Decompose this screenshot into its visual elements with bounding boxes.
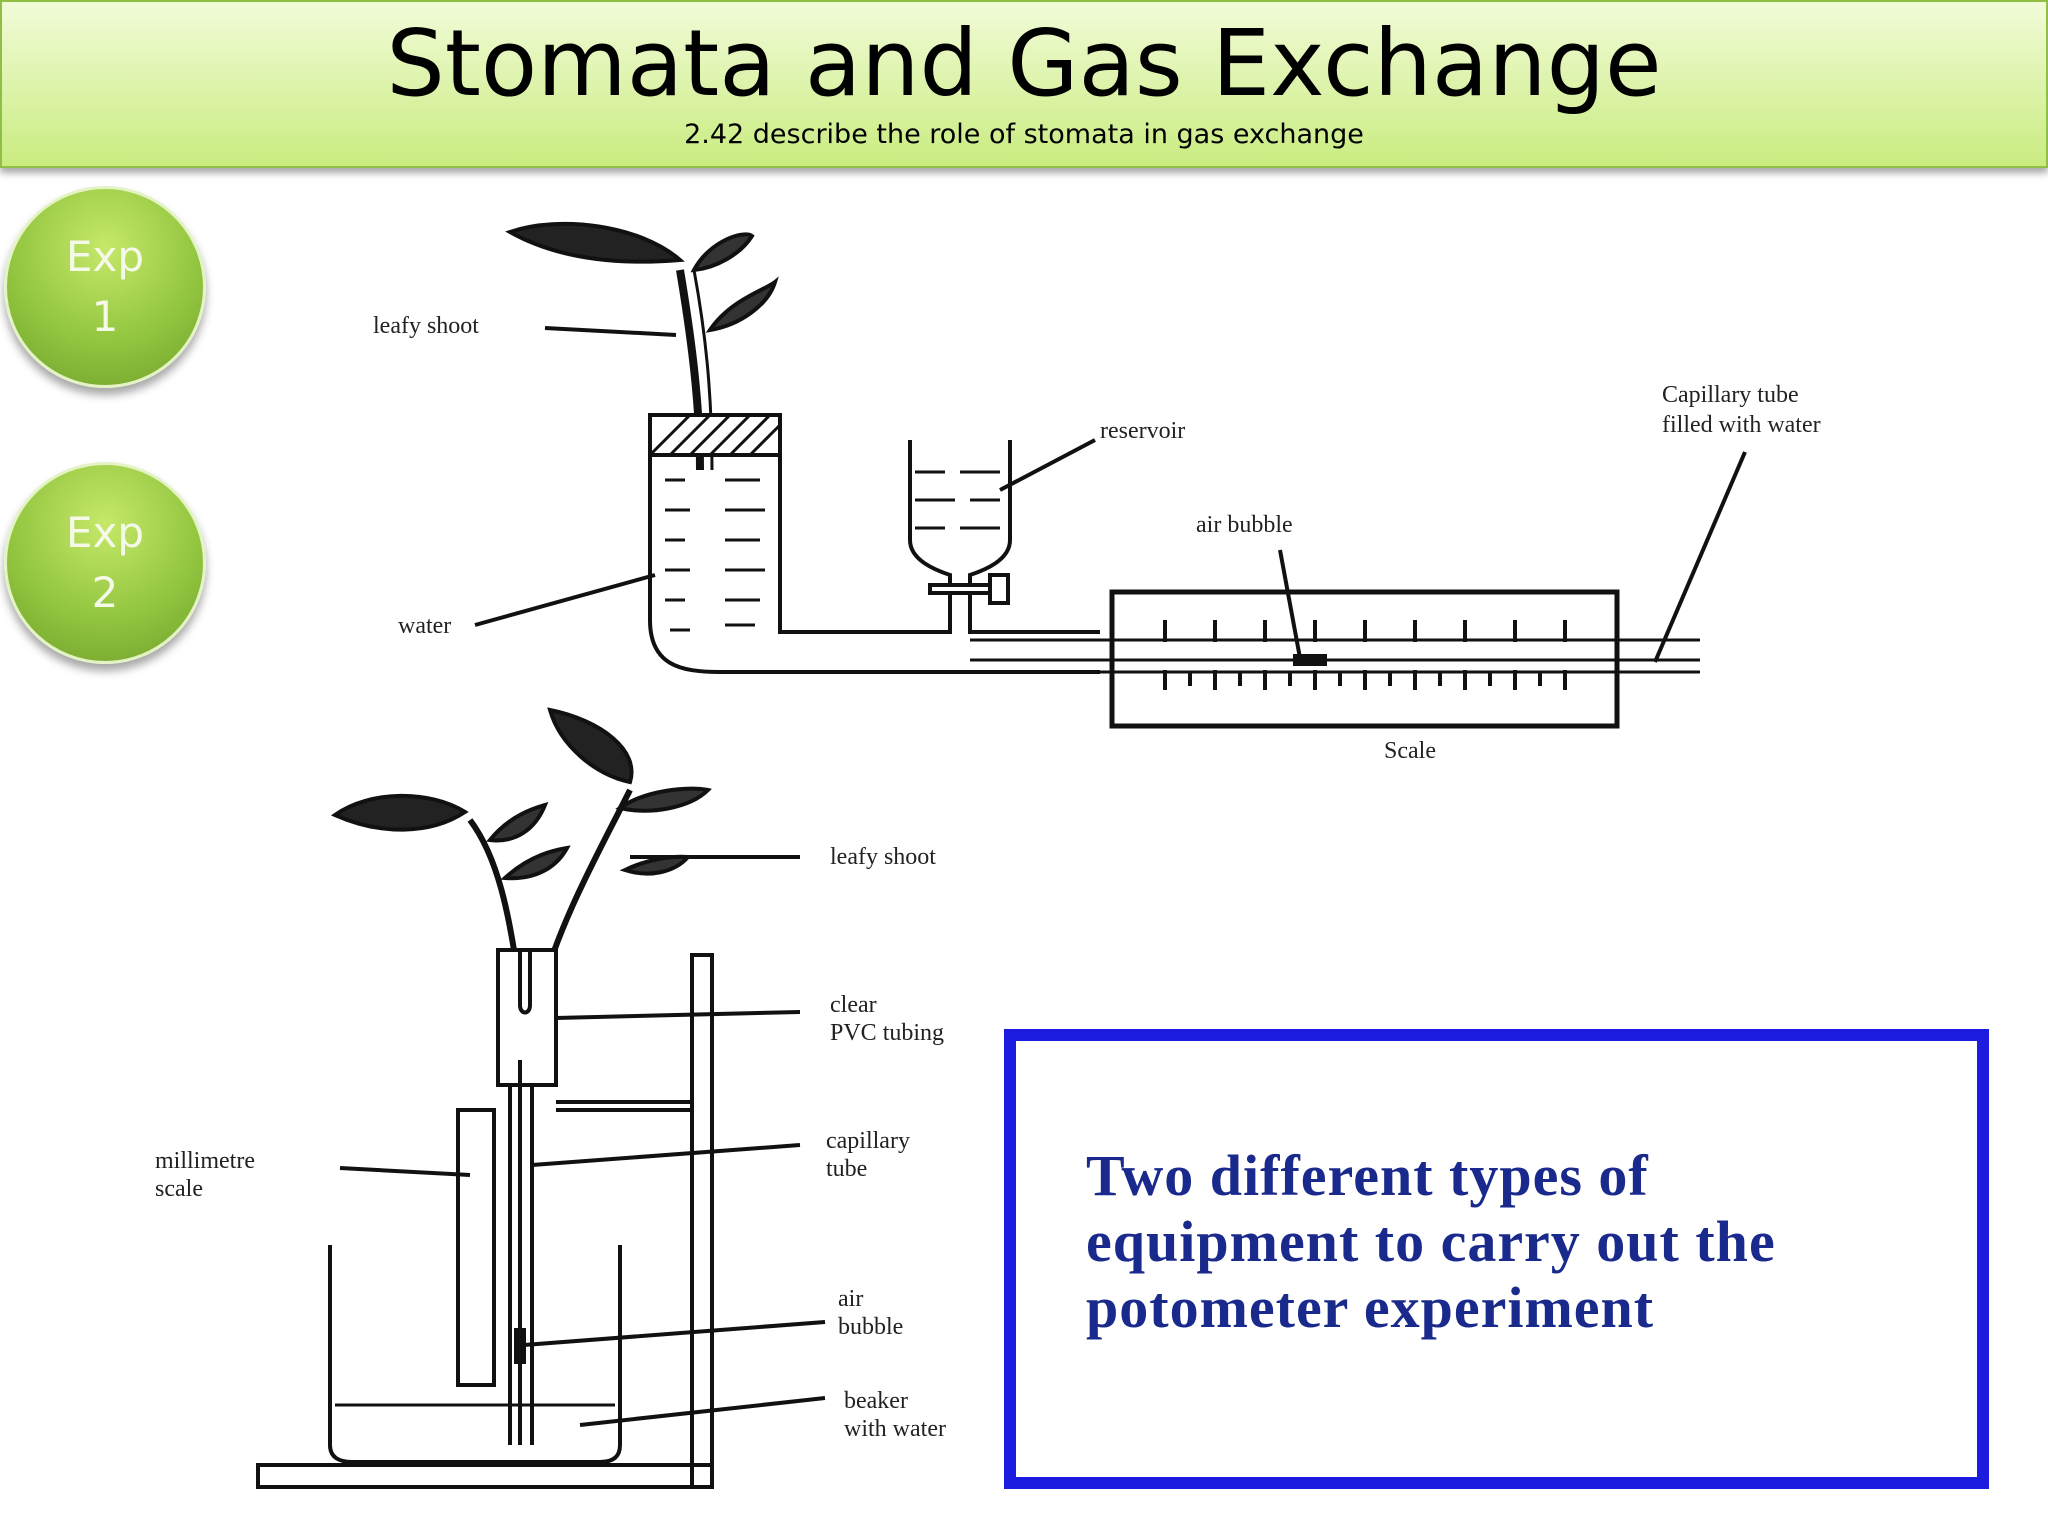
- label-leafy-shoot-1: leafy shoot: [373, 313, 479, 339]
- label-millimetre: millimetre: [155, 1148, 255, 1174]
- exp-2-button[interactable]: Exp 2: [4, 462, 206, 664]
- label-tube: tube: [826, 1156, 867, 1182]
- label-clear: clear: [830, 992, 877, 1018]
- label-with-water: with water: [844, 1416, 946, 1442]
- label-capillary: capillary: [826, 1128, 910, 1154]
- label-pvc-tubing: PVC tubing: [830, 1020, 944, 1046]
- caption-text: Two different types of equipment to carr…: [1086, 1143, 1776, 1340]
- label-capillary-tube-line1: Capillary tube: [1662, 382, 1799, 408]
- label-beaker: beaker: [844, 1388, 908, 1414]
- label-air-bubble-1: air bubble: [1196, 512, 1293, 538]
- label-air: air: [838, 1286, 863, 1312]
- exp-2-label-line2: 2: [91, 568, 119, 617]
- exp-1-button[interactable]: Exp 1: [4, 186, 206, 388]
- slide-title: Stomata and Gas Exchange: [386, 10, 1662, 117]
- label-scale-2: scale: [155, 1176, 203, 1202]
- label-water: water: [398, 613, 451, 639]
- label-leafy-shoot-2: leafy shoot: [830, 844, 936, 870]
- label-bubble: bubble: [838, 1314, 903, 1340]
- label-reservoir: reservoir: [1100, 418, 1185, 444]
- exp-1-label-line1: Exp: [65, 232, 145, 281]
- exp-2-label-line1: Exp: [65, 508, 145, 557]
- title-banner: Stomata and Gas Exchange 2.42 describe t…: [0, 0, 2048, 168]
- caption-box: Two different types of equipment to carr…: [1004, 1029, 1989, 1489]
- label-scale: Scale: [1384, 738, 1436, 764]
- exp-1-label-line2: 1: [91, 292, 119, 341]
- slide-subtitle: 2.42 describe the role of stomata in gas…: [684, 119, 1364, 150]
- label-capillary-tube-line2: filled with water: [1662, 412, 1821, 438]
